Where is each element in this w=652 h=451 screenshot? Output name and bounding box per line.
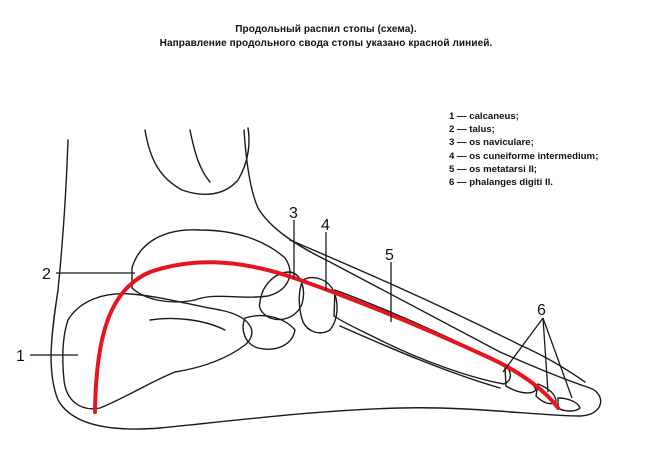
legend: 1 — calcaneus; 2 — talus; 3 — os navicul… <box>449 110 598 189</box>
calcaneus-bone <box>62 293 253 410</box>
legend-item-calcaneus: 1 — calcaneus; <box>449 111 519 122</box>
legend-item-cuneiform: 4 — os cuneiforme intermedium; <box>449 150 599 162</box>
label-3: 3 <box>289 205 298 222</box>
label-2: 2 <box>42 266 51 283</box>
dorsal-line <box>289 239 586 383</box>
legend-item-talus: 2 — talus; <box>449 124 495 136</box>
tibia <box>144 127 250 195</box>
label-6: 6 <box>537 302 546 319</box>
calcaneus-inner <box>149 317 226 331</box>
legend-item-navicular: 3 — os naviculare; <box>449 137 534 149</box>
leader-6a <box>502 317 544 373</box>
metatarsal-lower <box>339 325 501 389</box>
leader-6c <box>542 317 573 399</box>
arch-line <box>93 260 560 414</box>
cuneiform-bone <box>298 276 338 334</box>
label-4: 4 <box>321 217 330 234</box>
leader-6b <box>542 317 549 393</box>
legend-item-phalanges: 6 — phalanges digiti II. <box>449 177 553 189</box>
phalanx-distal <box>557 397 581 412</box>
skin-outline <box>50 129 602 430</box>
label-5: 5 <box>385 247 394 264</box>
legend-item-metatarsal: 5 — os metatarsi II; <box>449 163 537 175</box>
diagram-title: Продольный распил стопы (схема). <box>235 24 417 35</box>
fibula <box>189 129 211 183</box>
talus-bone <box>131 229 291 303</box>
cuboid-bone <box>242 314 296 350</box>
phalanx-middle <box>535 383 557 405</box>
navicular-bone <box>258 271 305 321</box>
diagram-subtitle: Направление продольного свода стопы указ… <box>159 38 493 49</box>
label-1: 1 <box>16 348 25 365</box>
